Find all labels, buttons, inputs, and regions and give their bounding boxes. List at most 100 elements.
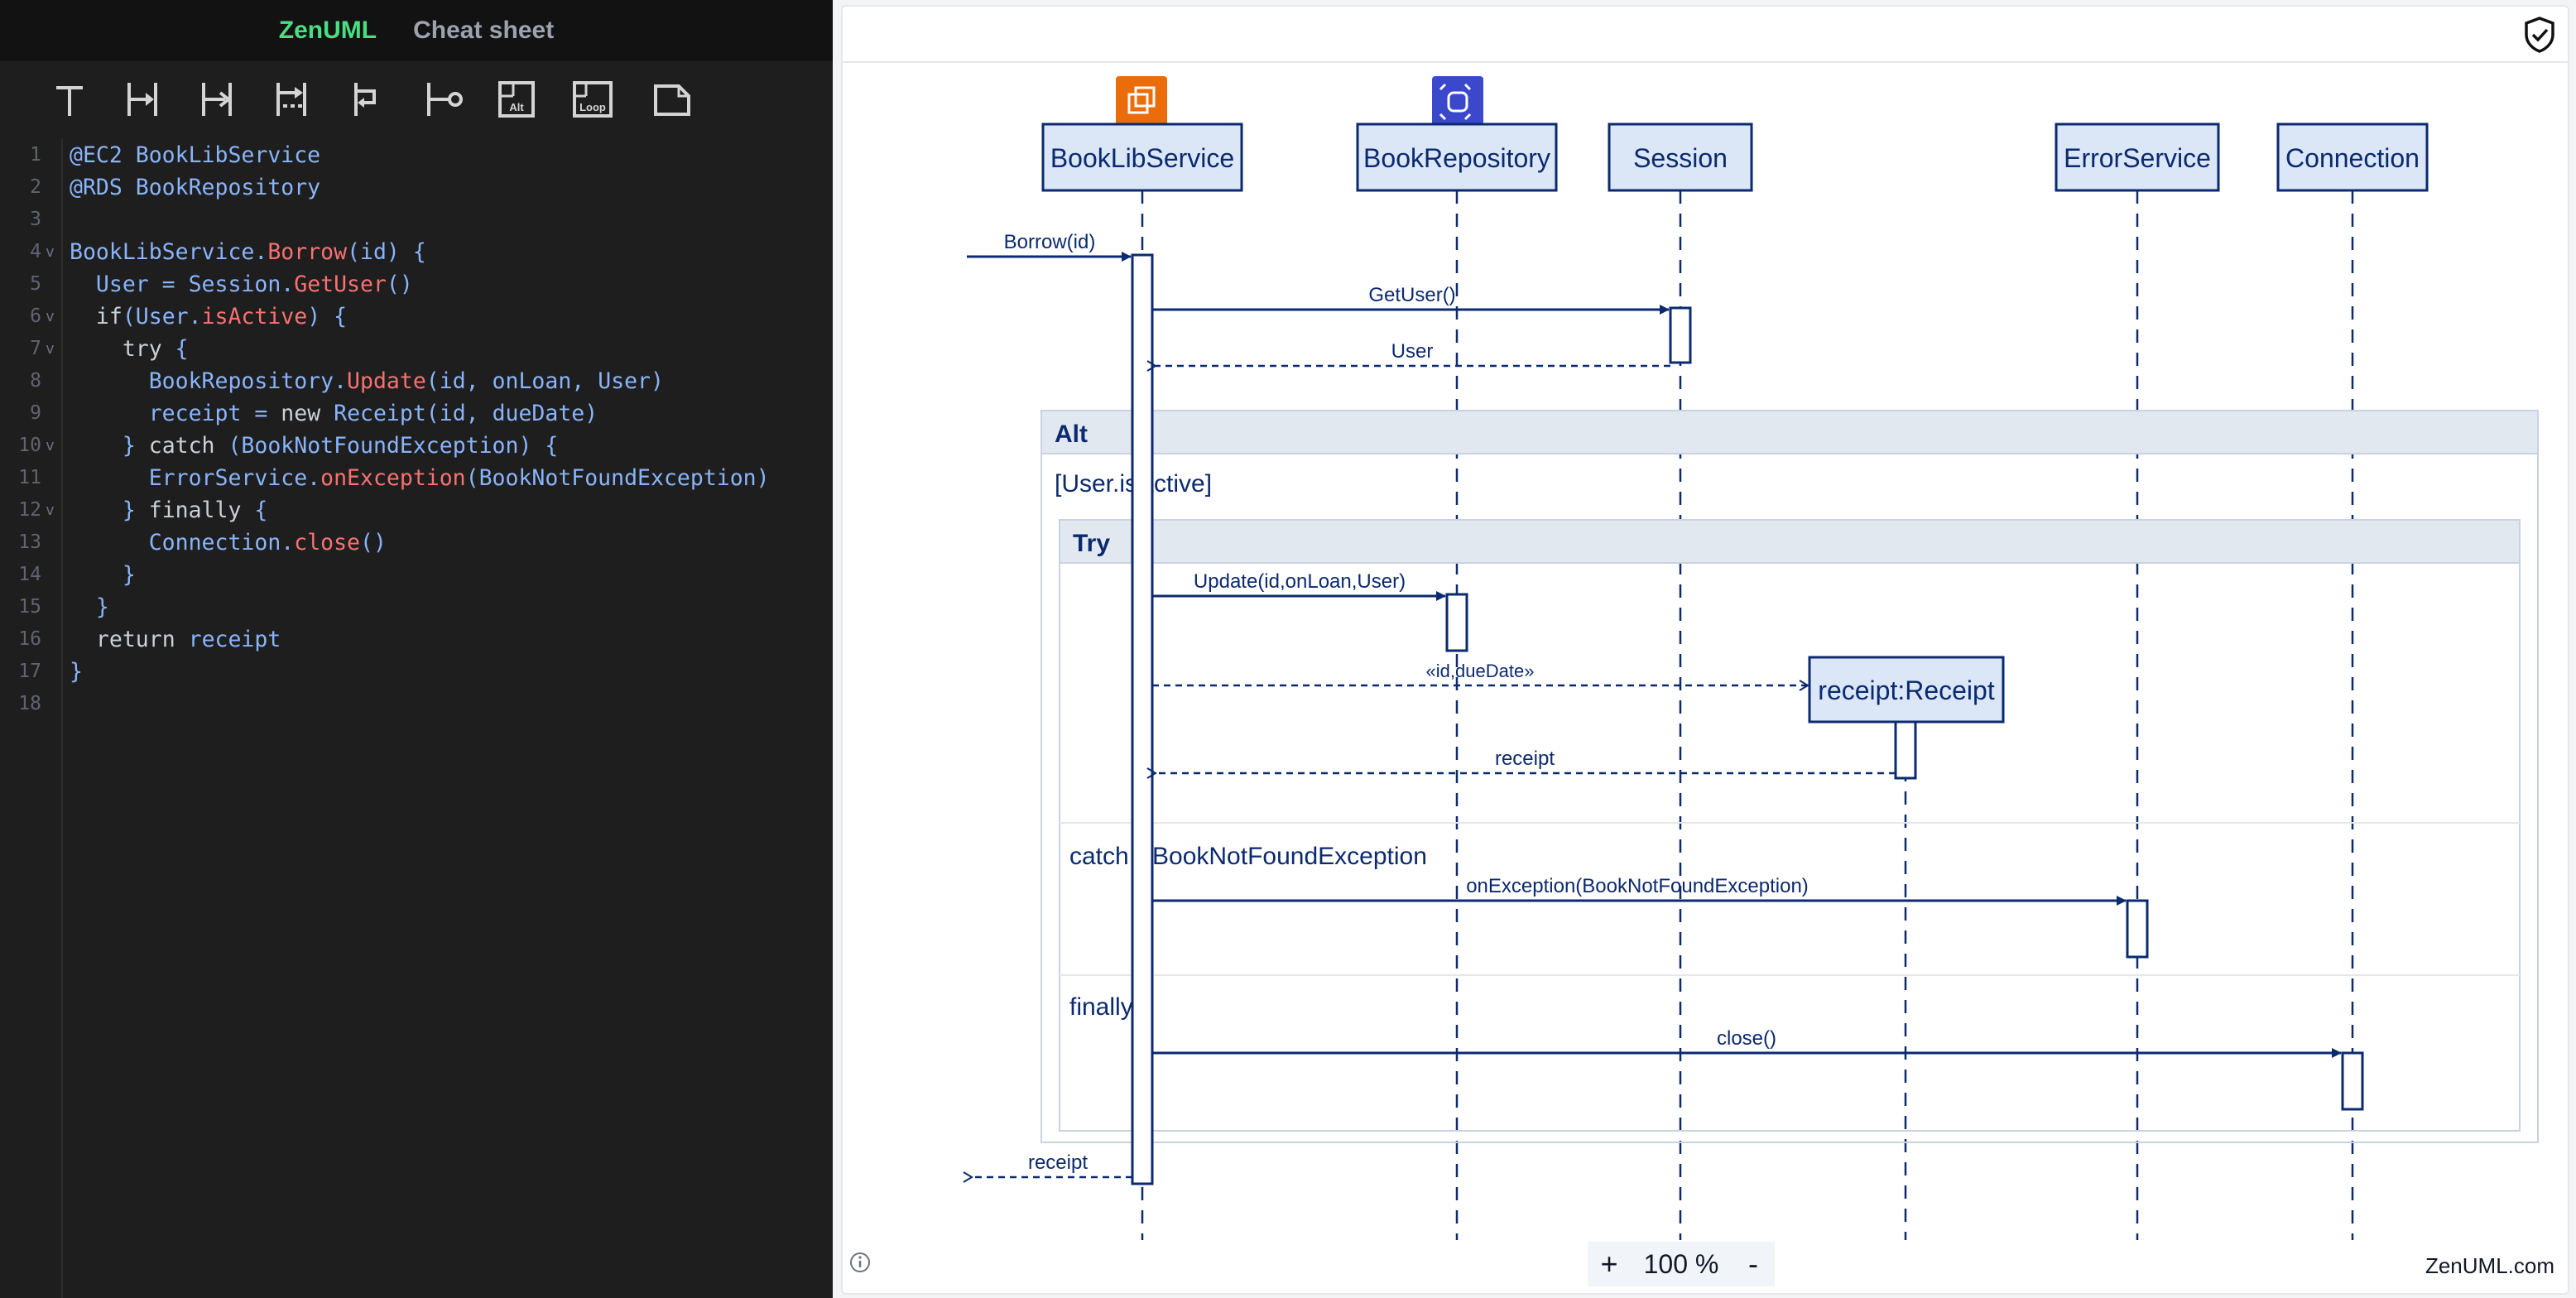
line-number: 1 (30, 144, 41, 166)
fold-toggle-icon[interactable]: v (46, 340, 55, 358)
participant-booklibservice[interactable]: BookLibService (1041, 76, 1243, 192)
code-line[interactable]: 8 BookRepository.Update(id, onLoan, User… (0, 365, 833, 397)
code-line[interactable]: 17} (0, 656, 833, 688)
zoom-control: + 100 % - (1588, 1242, 1775, 1286)
participant-session[interactable]: Session (1608, 123, 1753, 192)
participant-icon (56, 86, 83, 116)
code-text: } finally { (70, 498, 268, 523)
fold-toggle-icon[interactable]: v (46, 243, 55, 261)
ec2-icon (1116, 76, 1167, 127)
line-number: 3 (30, 209, 41, 230)
svg-text:«id,dueDate»: «id,dueDate» (1426, 661, 1535, 681)
sequence-diagram: Alt [User.isActive] Try catch BookNotFou… (963, 76, 2539, 1240)
message-user-return: User (1146, 340, 1670, 372)
async-message-icon (202, 83, 232, 116)
diagram-topbar (843, 7, 2568, 63)
participant-connection[interactable]: Connection (2276, 123, 2429, 192)
zoom-out-button[interactable]: - (1747, 1247, 1758, 1281)
participant-receipt[interactable]: receipt:Receipt (1808, 656, 2005, 724)
alt-fragment-label: Alt (1055, 421, 1088, 448)
info-icon[interactable] (849, 1252, 871, 1273)
finally-label: finally (1069, 993, 1133, 1021)
code-line[interactable]: 16 return receipt (0, 623, 833, 656)
participant-name: Session (1633, 143, 1728, 173)
code-text: } (70, 659, 83, 685)
code-text: if(User.isActive) { (95, 304, 348, 329)
editor-pane: ZenUML Cheat sheet Alt Loop (0, 0, 833, 1298)
message-close: close() (1152, 1027, 2342, 1058)
svg-text:receipt: receipt (1028, 1151, 1088, 1174)
code-line[interactable]: 3 (0, 204, 833, 236)
return-message-button[interactable] (267, 75, 316, 124)
alt-fragment-button[interactable]: Alt (492, 75, 541, 124)
participant-name: BookLibService (1050, 143, 1234, 173)
diagram-pane: Alt [User.isActive] Try catch BookNotFou… (833, 0, 2576, 1298)
privacy-shield-button[interactable] (2520, 15, 2559, 55)
code-line[interactable]: 5 User = Session.GetUser() (0, 268, 833, 300)
line-number: 18 (18, 693, 41, 714)
line-number: 6 (30, 305, 41, 327)
fold-toggle-icon[interactable]: v (46, 437, 55, 454)
code-text: BookRepository.Update(id, onLoan, User) (70, 368, 664, 394)
fold-toggle-icon[interactable]: v (46, 502, 55, 519)
line-number: 13 (18, 531, 41, 553)
svg-text:close(): close() (1717, 1027, 1776, 1050)
async-message-button[interactable] (192, 75, 242, 124)
note-icon (654, 84, 690, 116)
code-line[interactable]: 18 (0, 688, 833, 720)
creation-message-button[interactable] (419, 75, 469, 124)
alt-fragment: Alt [User.isActive] (1040, 410, 2539, 1143)
shield-check-icon (2525, 17, 2554, 53)
self-message-button[interactable] (341, 75, 391, 124)
fold-toggle-icon[interactable]: v (46, 308, 55, 325)
code-line[interactable]: 12 v } finally { (0, 494, 833, 526)
editor-header: ZenUML Cheat sheet (0, 0, 833, 61)
diagram-canvas: Alt [User.isActive] Try catch BookNotFou… (841, 5, 2569, 1295)
code-line[interactable]: 2@RDS BookRepository (0, 171, 833, 204)
creation-message-icon (427, 83, 463, 116)
zoom-in-button[interactable]: + (1600, 1247, 1618, 1281)
code-text: try { (122, 336, 189, 362)
svg-text:receipt: receipt (1495, 748, 1555, 770)
note-button[interactable] (647, 75, 697, 124)
svg-text:Borrow(id): Borrow(id) (1004, 231, 1096, 253)
brand-link[interactable]: ZenUML.com (2425, 1253, 2554, 1278)
tab-cheat-sheet[interactable]: Cheat sheet (413, 17, 555, 44)
return-message-icon (276, 83, 306, 116)
code-line[interactable]: 13 Connection.close() (0, 526, 833, 559)
participant-button[interactable] (45, 75, 94, 124)
line-number: 12 (18, 499, 41, 521)
line-number: 16 (18, 628, 41, 650)
line-number: 9 (30, 402, 41, 424)
sync-message-button[interactable] (118, 75, 167, 124)
code-line[interactable]: 15 } (0, 591, 833, 623)
alt-fragment-icon: Alt (498, 81, 535, 118)
participant-bookrepository[interactable]: BookRepository (1356, 76, 1558, 192)
catch-label: catch (1069, 843, 1129, 870)
line-number: 17 (18, 661, 41, 682)
loop-fragment-icon: Loop (573, 81, 613, 118)
catch-exception: BookNotFoundException (1152, 843, 1427, 870)
participant-name: BookRepository (1363, 143, 1550, 173)
svg-text:Alt: Alt (509, 101, 524, 113)
code-text: } (70, 594, 109, 620)
svg-text:GetUser(): GetUser() (1368, 284, 1455, 306)
tab-zenuml[interactable]: ZenUML (278, 17, 377, 44)
svg-text:onException(BookNotFoundExcept: onException(BookNotFoundException) (1466, 875, 1809, 897)
code-line[interactable]: 11 ErrorService.onException(BookNotFound… (0, 462, 833, 494)
code-line[interactable]: 14 } (0, 559, 833, 591)
activation-close (2341, 1051, 2364, 1111)
code-text: Connection.close() (70, 530, 387, 555)
message-onexception: onException(BookNotFoundException) (1152, 875, 2127, 906)
try-fragment-label: Try (1073, 530, 1110, 557)
participant-errorservice[interactable]: ErrorService (2055, 123, 2220, 192)
code-line[interactable]: 1@EC2 BookLibService (0, 139, 833, 171)
code-line[interactable]: 9 receipt = new Receipt(id, dueDate) (0, 397, 833, 430)
zoom-level: 100 % (1643, 1248, 1719, 1279)
loop-fragment-button[interactable]: Loop (568, 75, 618, 124)
